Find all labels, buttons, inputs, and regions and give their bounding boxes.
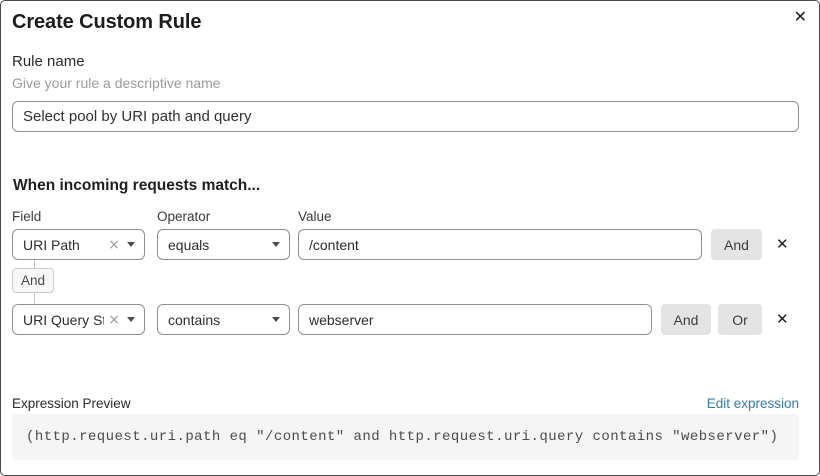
dialog-header: Create Custom Rule	[12, 10, 799, 34]
edit-expression-link[interactable]: Edit expression	[706, 396, 799, 411]
remove-condition-icon[interactable]: ✕	[776, 235, 789, 253]
chevron-down-icon	[127, 317, 135, 322]
add-and-condition-button[interactable]: And	[661, 304, 711, 335]
operator-select-value: equals	[168, 236, 210, 253]
expression-preview-code: (http.request.uri.path eq "/content" and…	[12, 414, 799, 460]
clear-selection-icon[interactable]: ×	[108, 236, 120, 253]
operator-column-label: Operator	[157, 209, 211, 224]
expression-preview-header: Expression Preview Edit expression	[12, 395, 799, 412]
operator-select[interactable]: contains	[157, 304, 290, 335]
chevron-down-icon	[127, 242, 135, 247]
field-select[interactable]: URI Path ×	[12, 229, 145, 260]
condition-connector: And	[12, 260, 799, 304]
connector-line	[34, 293, 35, 304]
operator-select[interactable]: equals	[157, 229, 290, 260]
condition-row: URI Path × equals And ✕	[12, 229, 799, 260]
field-column-label: Field	[12, 209, 42, 224]
field-select[interactable]: URI Query St... ×	[12, 304, 145, 335]
add-or-condition-button[interactable]: Or	[718, 304, 762, 335]
remove-condition-icon[interactable]: ✕	[776, 310, 789, 328]
clear-selection-icon[interactable]: ×	[108, 311, 120, 328]
chevron-down-icon	[272, 242, 280, 247]
condition-column-labels: Field Operator Value	[12, 208, 799, 225]
expression-preview-label: Expression Preview	[12, 396, 131, 411]
operator-select-value: contains	[168, 311, 221, 328]
match-section-heading: When incoming requests match...	[13, 177, 261, 194]
close-icon[interactable]: ✕	[790, 7, 811, 27]
page-title: Create Custom Rule	[12, 11, 202, 33]
field-select-value: URI Path	[23, 236, 80, 253]
condition-row: URI Query St... × contains And Or ✕	[12, 304, 799, 335]
value-input[interactable]	[298, 304, 652, 335]
field-select-value: URI Query St...	[23, 311, 104, 328]
connector-and-badge: And	[12, 268, 55, 293]
rule-name-hint: Give your rule a descriptive name	[12, 75, 221, 91]
value-column-label: Value	[298, 209, 332, 224]
value-input[interactable]	[298, 229, 702, 260]
chevron-down-icon	[272, 317, 280, 322]
connector-line	[34, 260, 35, 268]
rule-name-label: Rule name	[12, 53, 85, 70]
add-and-condition-button[interactable]: And	[711, 229, 762, 260]
rule-name-input[interactable]	[12, 101, 799, 132]
